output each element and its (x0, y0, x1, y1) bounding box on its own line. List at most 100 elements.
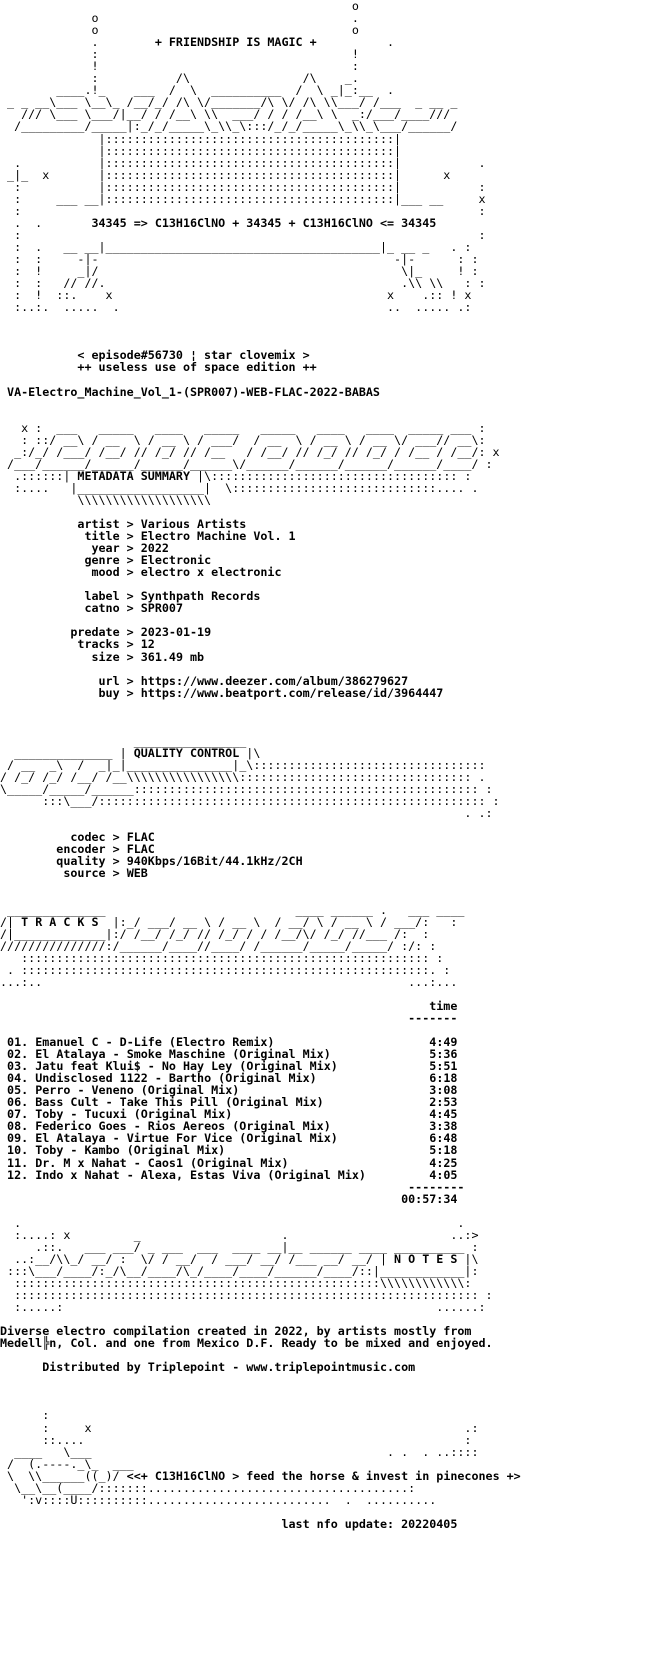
blank-line (0, 699, 521, 711)
track-time: 4:49 (429, 1035, 458, 1050)
track-time: 4:05 (429, 1167, 458, 1182)
track-time: 3:08 (429, 1083, 458, 1098)
field-label: encoder (56, 842, 106, 857)
ascii-art-line: ::::::::::::::::::::::::::::::::::::::::… (0, 1288, 493, 1303)
field-row: buy > https://www.beatport.com/release/i… (70, 685, 444, 700)
ascii-art-line: : /\ /\ _. (0, 71, 359, 86)
total-time-line: 00:57:34 (0, 1193, 521, 1205)
track-number: 01. (7, 1035, 29, 1050)
field-value: Various Artists (140, 517, 247, 532)
edition-line: ++ useless use of space edition ++ (0, 360, 317, 375)
formula-line: . . 34345 => C13H16ClNO + 34345 + C13H16… (0, 215, 437, 230)
notes-line: Diverse electro compilation created in 2… (0, 1325, 521, 1337)
field-value: FLAC (126, 830, 155, 845)
ascii-art-line: . ::::::::::::::::::::::::::::::::::::::… (0, 962, 451, 977)
quality-section-title: QUALITY CONTROL (133, 745, 240, 760)
ascii-art-line: ____ \___ . . . ..:::: (0, 1444, 479, 1459)
field-row: genre > Electronic (70, 553, 212, 568)
field-value: 2023-01-19 (140, 625, 212, 640)
track-number: 12. (7, 1167, 29, 1182)
distributor-line: Distributed by Triplepoint - www.triplep… (0, 1360, 416, 1375)
field-label: artist (70, 517, 120, 532)
ascii-art-line: ____.!_ ___ / \ __________ / \ _|_:__ . (0, 83, 395, 98)
ascii-art-line: . .: (0, 806, 493, 821)
tracks-header-line: /| T R A C K S |:_/ ___/ __ \ / __ \ / _… (0, 914, 458, 929)
field-row: year > 2022 (70, 541, 169, 556)
field-value: SPR007 (140, 601, 183, 616)
field-label: codec (56, 830, 106, 845)
field-value: 940Kbps/16Bit/44.1kHz/2CH (126, 854, 303, 869)
ascii-art-line: . |:::::::::::::::::::::::::::::::::::::… (0, 155, 486, 170)
track-title: El Atalaya - Smoke Maschine (Original Mi… (35, 1047, 331, 1062)
field-value: https://www.deezer.com/album/386279627 (140, 673, 409, 688)
track-number: 07. (7, 1107, 29, 1122)
ascii-art-line: ///////////////:/______/____//____/ /___… (0, 938, 437, 953)
episode-line: < episode#56730 ¦ star clovemix > (0, 348, 310, 363)
field-row: artist > Various Artists (70, 517, 247, 532)
ascii-art-line: : ::/ __\ / __ \ / __ \ / ___/ / __ \ / … (0, 432, 486, 447)
field-row: codec > FLAC (56, 830, 155, 845)
ascii-art-line: \__\__(____/:::::::.....................… (0, 1480, 416, 1495)
track-title: Undisclosed 1122 - Bartho (Original Mix) (35, 1071, 317, 1086)
track-number: 11. (7, 1155, 29, 1170)
track-row: 05. Perro - Veneno (Original Mix) 3:08 (0, 1084, 521, 1096)
track-title: El Atalaya - Virtue For Vice (Original M… (35, 1131, 338, 1146)
track-title: Toby - Tucuxi (Original Mix) (35, 1107, 233, 1122)
track-row: 06. Bass Cult - Take This Pill (Original… (0, 1096, 521, 1108)
field-row: source > WEB (56, 866, 148, 881)
field-value: WEB (126, 866, 148, 881)
blank-line (0, 711, 521, 723)
ascii-art-line: |:::::::::::::::::::::::::::::::::::::::… (0, 143, 402, 158)
ascii-art-line: / __ _\ / _|_|_______________|_\::::::::… (0, 757, 486, 772)
field-label: genre (70, 553, 120, 568)
ascii-art-line: :::\___/____/:_/\__/____/\_/____/____/__… (0, 1263, 479, 1278)
banner-title: + FRIENDSHIP IS MAGIC + (154, 35, 317, 50)
field-row: url > https://www.deezer.com/album/38627… (70, 673, 409, 688)
field-label: year (70, 541, 120, 556)
track-row: 04. Undisclosed 1122 - Bartho (Original … (0, 1072, 521, 1084)
field-label: mood (70, 565, 120, 580)
release-line: VA-Electro_Machine_Vol_1-(SPR007)-WEB-FL… (0, 384, 521, 399)
episode-line: < episode#56730 ¦ star clovemix > (0, 349, 521, 361)
ascii-art-line: o . (0, 11, 359, 26)
metadata-header-line: .::::::| METADATA SUMMARY |\::::::::::::… (0, 468, 472, 483)
total-time: 00:57:34 (401, 1191, 458, 1206)
field-row: quality > 940Kbps/16Bit/44.1kHz/2CH (56, 854, 303, 869)
track-row: 07. Toby - Tucuxi (Original Mix) 4:45 (0, 1108, 521, 1120)
field-row: catno > SPR007 (70, 601, 183, 616)
field-row: encoder > FLAC (56, 842, 155, 857)
field-label: tracks (70, 637, 120, 652)
ascii-art-line: _:/_/ /___/ /__/ // /_/ // /__ / /__/ //… (0, 444, 500, 459)
track-number: 05. (7, 1083, 29, 1098)
track-row: 01. Emanuel C - D-Life (Electro Remix) 4… (0, 1036, 521, 1048)
field-row: label > Synthpath Records (70, 589, 261, 604)
ascii-art-line: : : -|- -|- : : (0, 251, 479, 266)
ascii-art-line: : : // //. .\\ \\ : : (0, 276, 486, 291)
track-row: 08. Federico Goes - Rios Aereos (Origina… (0, 1120, 521, 1132)
track-time: 3:38 (429, 1119, 458, 1134)
ascii-art-line: ::.... : (0, 1432, 472, 1447)
time-column-header: time (429, 998, 458, 1013)
last-update: last nfo update: 20220405 (281, 1516, 458, 1531)
field-row: size > 361.49 mb (70, 649, 205, 664)
tracks-section-title: T R A C K S (21, 914, 99, 929)
ascii-art-line: : : (0, 227, 486, 242)
notes-header-line: ..:__/\\_/ __/ : \/ / __/ / ___/ __/ /__… (0, 1251, 479, 1266)
field-label: buy (70, 685, 120, 700)
chemical-formula: 34345 => C13H16ClNO + 34345 + C13H16ClNO… (91, 215, 437, 230)
ascii-art-line: : ___ __|:::::::::::::::::::::::::::::::… (0, 191, 486, 206)
track-title: Bass Cult - Take This Pill (Original Mix… (35, 1095, 324, 1110)
release-name: VA-Electro_Machine_Vol_1-(SPR007)-WEB-FL… (0, 384, 380, 399)
track-title: Indo x Nahat - Alexa, Estas Viva (Origin… (35, 1167, 366, 1182)
track-title: Perro - Veneno (Original Mix) (35, 1083, 240, 1098)
edition-line: ++ useless use of space edition ++ (0, 361, 521, 373)
ascii-art-line: _ _ __\___ \__\_ /__/_/ /\ \/_______/\ \… (0, 95, 458, 110)
track-time: 6:18 (429, 1071, 458, 1086)
ascii-art-line: : ! ::. x x .:: ! x (0, 288, 472, 303)
track-title: Jatu feat Klui$ - No Hay Ley (Original M… (35, 1059, 338, 1074)
track-row: 03. Jatu feat Klui$ - No Hay Ley (Origin… (0, 1060, 521, 1072)
notes-line: Distributed by Triplepoint - www.triplep… (0, 1361, 521, 1373)
field-label: size (70, 649, 120, 664)
field-value: electro x electronic (140, 565, 282, 580)
ascii-art-line: : (0, 1408, 50, 1423)
